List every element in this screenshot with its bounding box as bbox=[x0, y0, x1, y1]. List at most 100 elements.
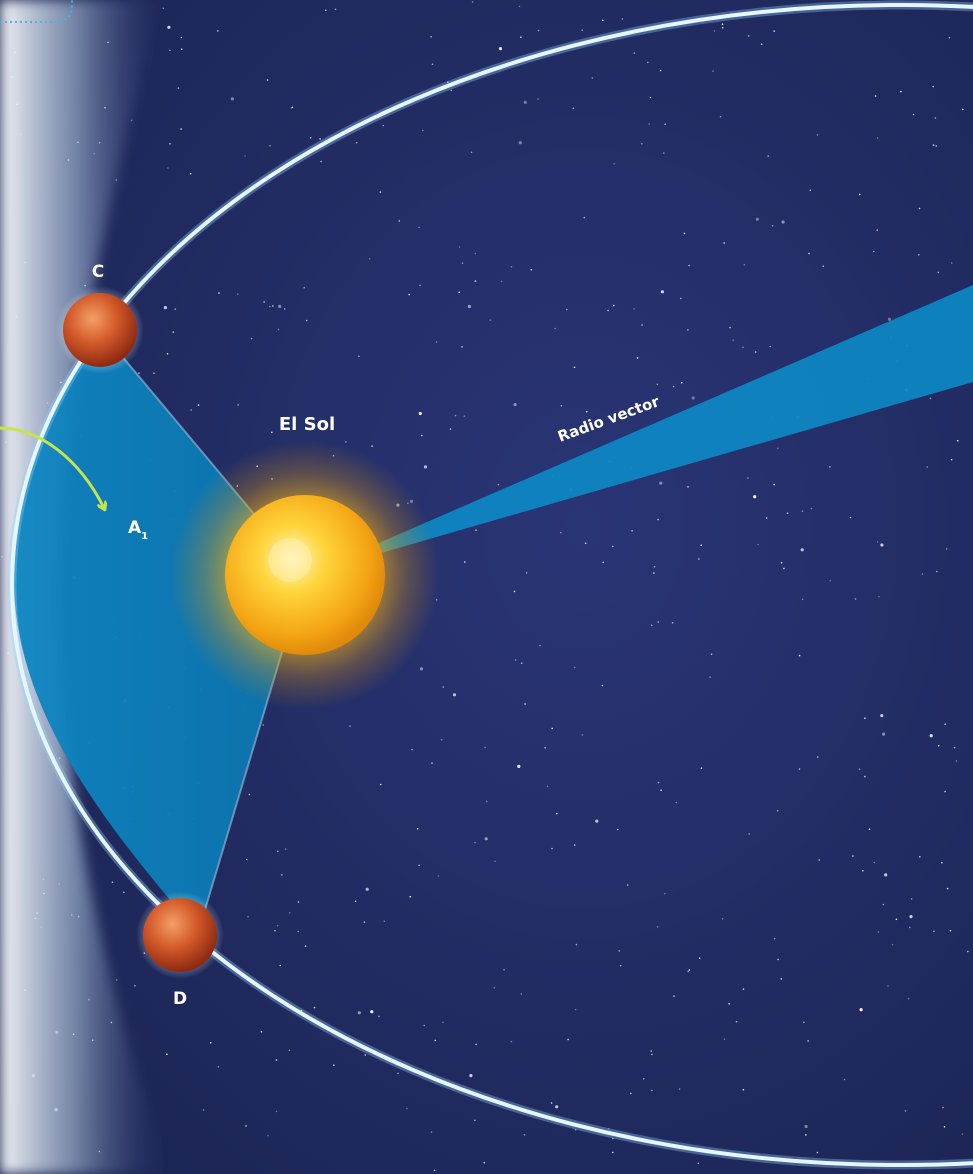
star bbox=[945, 548, 948, 550]
star bbox=[771, 224, 774, 227]
star bbox=[742, 988, 745, 990]
star bbox=[691, 396, 695, 400]
star bbox=[500, 280, 503, 283]
star bbox=[409, 895, 412, 898]
star bbox=[854, 598, 857, 600]
star bbox=[709, 676, 711, 678]
star bbox=[574, 1008, 577, 1011]
star bbox=[345, 441, 347, 443]
star bbox=[437, 875, 440, 877]
star bbox=[650, 1050, 652, 1052]
star bbox=[349, 725, 351, 727]
left-halo bbox=[0, 0, 170, 1174]
star bbox=[565, 435, 568, 437]
star bbox=[566, 308, 568, 311]
star bbox=[470, 151, 473, 154]
star bbox=[876, 137, 879, 139]
star bbox=[467, 304, 471, 309]
star bbox=[876, 229, 878, 231]
star bbox=[641, 324, 643, 326]
star bbox=[721, 23, 724, 26]
star bbox=[895, 918, 898, 921]
star bbox=[780, 562, 783, 564]
star bbox=[657, 518, 659, 521]
star bbox=[710, 653, 713, 655]
star bbox=[305, 319, 308, 322]
star bbox=[279, 964, 282, 967]
star bbox=[929, 397, 932, 400]
star bbox=[560, 405, 563, 407]
star bbox=[929, 734, 933, 738]
star bbox=[574, 1129, 577, 1131]
star bbox=[411, 748, 413, 751]
star bbox=[864, 717, 866, 719]
star bbox=[382, 124, 385, 127]
star bbox=[660, 789, 662, 791]
star bbox=[449, 428, 452, 430]
star bbox=[932, 85, 934, 88]
star bbox=[556, 812, 558, 815]
planet-c bbox=[63, 293, 137, 367]
star bbox=[755, 217, 759, 221]
star bbox=[721, 26, 724, 29]
star bbox=[858, 768, 861, 770]
star bbox=[297, 930, 300, 933]
star bbox=[921, 573, 924, 575]
star bbox=[530, 269, 533, 271]
star bbox=[619, 964, 622, 967]
star bbox=[874, 95, 877, 97]
star bbox=[172, 331, 175, 333]
star bbox=[777, 958, 779, 961]
star bbox=[263, 301, 265, 303]
star bbox=[247, 915, 249, 918]
planet-d bbox=[143, 898, 217, 972]
star bbox=[189, 172, 192, 175]
star bbox=[458, 246, 461, 248]
label-planet-d: D bbox=[173, 989, 187, 1009]
star bbox=[354, 900, 357, 903]
star bbox=[653, 565, 656, 568]
star bbox=[816, 134, 819, 136]
star bbox=[798, 768, 801, 770]
star bbox=[773, 30, 775, 32]
star bbox=[418, 864, 420, 867]
star bbox=[648, 123, 650, 125]
star bbox=[907, 997, 910, 1000]
star bbox=[454, 414, 457, 417]
star bbox=[130, 119, 133, 122]
star bbox=[434, 1039, 437, 1042]
star bbox=[180, 36, 183, 39]
star bbox=[721, 918, 724, 920]
star bbox=[554, 327, 556, 330]
star bbox=[700, 544, 702, 546]
star bbox=[418, 411, 422, 416]
star bbox=[765, 517, 768, 519]
star bbox=[320, 160, 322, 163]
star bbox=[463, 415, 466, 418]
star bbox=[297, 901, 300, 903]
star bbox=[735, 1020, 738, 1023]
star bbox=[868, 828, 871, 830]
area-pointer-arrow bbox=[0, 426, 104, 508]
star bbox=[475, 1043, 477, 1046]
star bbox=[882, 732, 886, 736]
star bbox=[760, 43, 763, 45]
star bbox=[442, 686, 445, 688]
star bbox=[288, 912, 291, 914]
star bbox=[801, 598, 804, 601]
star bbox=[452, 693, 457, 697]
star bbox=[510, 1040, 513, 1043]
star bbox=[773, 483, 775, 486]
star bbox=[309, 136, 312, 139]
star bbox=[918, 207, 921, 210]
star bbox=[829, 579, 832, 582]
star bbox=[953, 746, 956, 749]
star bbox=[680, 297, 682, 300]
star bbox=[910, 898, 913, 900]
star bbox=[909, 926, 911, 929]
star bbox=[822, 265, 825, 268]
star bbox=[364, 1054, 367, 1056]
star bbox=[275, 1110, 278, 1113]
star bbox=[653, 572, 655, 574]
